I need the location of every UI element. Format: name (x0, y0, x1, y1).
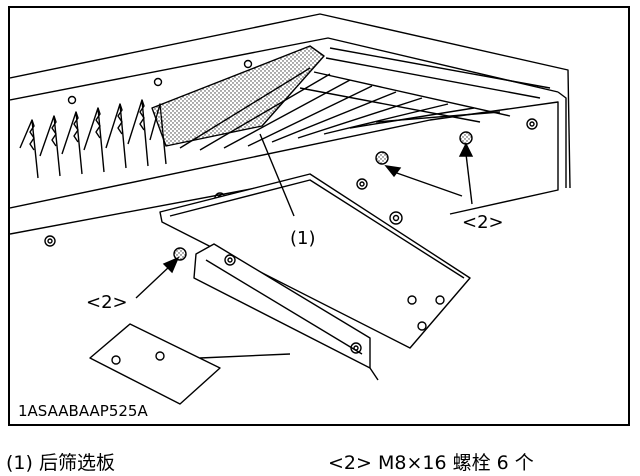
housing-inner-edge (10, 37, 559, 101)
lower-plate (89, 323, 221, 405)
legend-item-2: <2> M8×16 螺栓 6 个 (328, 452, 534, 474)
legend-item-1: (1) 后筛选板 (6, 452, 115, 474)
callout-bolt-left: <2> (86, 292, 128, 313)
housing-top-edge (10, 13, 571, 189)
diagram-frame: (1) <2> <2> 1ASAABAAP525A (8, 6, 630, 426)
rear-sieve-plate (151, 45, 325, 147)
callout-part-1: (1) (290, 228, 316, 249)
side-panel (10, 101, 559, 215)
machine-drawing (10, 13, 571, 405)
right-sieve-slats (179, 47, 551, 151)
leaders (135, 133, 474, 299)
figure-id-code: 1ASAABAAP525A (18, 402, 148, 420)
bracket-plate (159, 173, 471, 349)
left-sieve-slats (19, 99, 167, 179)
callout-bolt-right: <2> (462, 212, 504, 233)
